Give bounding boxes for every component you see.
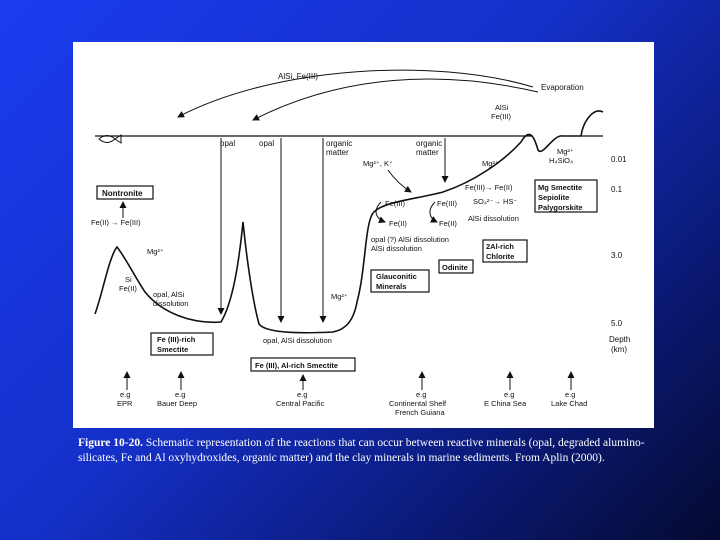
example-place-shelf: Continental Shelf xyxy=(389,399,447,408)
label-mg-k: Mg²⁺, K⁺ xyxy=(363,159,393,168)
example-eg-bauer: e.g xyxy=(175,390,185,399)
example-place-shelf-2: French Guiana xyxy=(395,408,445,417)
box-fe-smectite-label-1: Fe (III)-rich xyxy=(157,335,196,344)
example-eg-central: e.g xyxy=(297,390,307,399)
label-so4-hs: SO₄²⁻→ HS⁻ xyxy=(473,197,517,206)
figure-caption: Figure 10-20. Schematic representation o… xyxy=(78,436,664,466)
label-opal-alsi-diss-b: dissolution xyxy=(153,299,188,308)
label-opal-alsi-diss-a: opal, AlSi xyxy=(153,290,185,299)
label-si-fe-1: Si xyxy=(125,275,132,284)
box-fe-smectite-label-2: Smectite xyxy=(157,345,188,354)
caption-label: Figure 10-20. xyxy=(78,437,143,449)
box-al-chlorite-label-1: 2Al-rich xyxy=(486,242,514,251)
label-organic-1a: organic xyxy=(326,139,352,148)
label-opal-alsi-diss-1: opal (?) AlSi dissolution xyxy=(371,235,449,244)
label-opal-2: opal xyxy=(259,139,274,148)
caption-text: Schematic representation of the reaction… xyxy=(78,437,645,464)
example-place-epr: EPR xyxy=(117,399,133,408)
depth-tick-3: 3.0 xyxy=(611,251,623,260)
label-mg-ridge: Mg²⁺ xyxy=(147,247,164,256)
box-glauconitic-label-2: Minerals xyxy=(376,282,406,291)
example-eg-shelf: e.g xyxy=(416,390,426,399)
label-fe-left-ridge: Fe(II) → Fe(III) xyxy=(91,218,141,227)
label-alsi-evap-2: Fe(III) xyxy=(491,112,512,121)
label-organic-1b: matter xyxy=(326,148,349,157)
label-mg-h4sio4-2: H₄SiO₄ xyxy=(549,156,573,165)
mg-k-arrow xyxy=(388,170,411,192)
label-opal-alsi-diss-2: AlSi dissolution xyxy=(371,244,422,253)
fe-cycle-left-arrow xyxy=(376,202,385,222)
label-fe3-fe2-right: Fe(III)→ Fe(II) xyxy=(465,183,513,192)
example-place-chad: Lake Chad xyxy=(551,399,587,408)
label-si-fe-2: Fe(II) xyxy=(119,284,137,293)
box-nontronite-label: Nontronite xyxy=(102,189,143,198)
label-fe3-right-cycle: Fe(III) xyxy=(437,199,458,208)
example-place-china: E China Sea xyxy=(484,399,527,408)
example-eg-chad: e.g xyxy=(565,390,575,399)
label-fe2-right-cycle: Fe(II) xyxy=(439,219,457,228)
label-alsi-fe-top: AlSi, Fe(III) xyxy=(278,72,318,81)
example-place-central: Central Pacific xyxy=(276,399,325,408)
box-mg-smectite-label-1: Mg Smectite xyxy=(538,183,582,192)
box-odinite-label: Odinite xyxy=(442,263,468,272)
label-organic-2a: organic xyxy=(416,139,442,148)
depth-tick-2: 0.1 xyxy=(611,185,623,194)
fe-cycle-right-arrow xyxy=(430,202,437,222)
label-mg-deep: Mg²⁺ xyxy=(331,292,348,301)
box-fe-al-smectite-label: Fe (III), Al-rich Smectite xyxy=(255,361,338,370)
depth-title-2: (km) xyxy=(611,345,627,354)
label-evaporation: Evaporation xyxy=(541,83,584,92)
label-alsi-evap-1: AlSi xyxy=(495,103,509,112)
label-opal-alsi-deep: opal, AlSi dissolution xyxy=(263,336,332,345)
label-mg-shelf: Mg²⁺ xyxy=(482,159,499,168)
example-eg-epr: e.g xyxy=(120,390,130,399)
box-mg-smectite-label-2: Sepiolite xyxy=(538,193,569,202)
box-mg-smectite-label-3: Palygorskite xyxy=(538,203,583,212)
label-alsi-diss-right: AlSi dissolution xyxy=(468,214,519,223)
label-fe3-left-cycle: Fe(III) xyxy=(385,199,406,208)
depth-title-1: Depth xyxy=(609,335,630,344)
depth-tick-4: 5.0 xyxy=(611,319,623,328)
box-glauconitic-label-1: Glauconitic xyxy=(376,272,417,281)
top-arrow-1 xyxy=(178,70,533,117)
example-eg-china: e.g xyxy=(504,390,514,399)
label-mg-h4sio4-1: Mg²⁺ xyxy=(557,147,574,156)
box-al-chlorite-label-2: Chlorite xyxy=(486,252,514,261)
depth-tick-1: 0.01 xyxy=(611,155,627,164)
label-opal-1: opal xyxy=(220,139,235,148)
example-place-bauer: Bauer Deep xyxy=(157,399,197,408)
diagram-figure: AlSi, Fe(III) Evaporation AlSi Fe(III) o… xyxy=(73,42,654,428)
reaction-diagram: AlSi, Fe(III) Evaporation AlSi Fe(III) o… xyxy=(73,42,654,428)
label-organic-2b: matter xyxy=(416,148,439,157)
label-fe2-left-cycle: Fe(II) xyxy=(389,219,407,228)
